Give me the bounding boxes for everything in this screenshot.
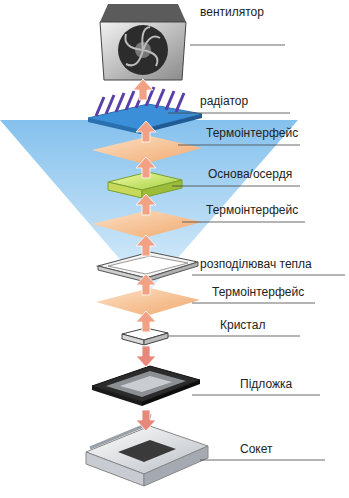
leader-lines bbox=[168, 45, 345, 460]
heat-flow-arrows bbox=[133, 79, 156, 431]
part-label: вентилятор bbox=[200, 5, 264, 19]
part-label: Основа/осердя bbox=[208, 167, 292, 181]
part-label: Термоінтерфейс bbox=[206, 126, 298, 140]
part-label: Підложка bbox=[240, 377, 292, 391]
part-label: радіатор bbox=[200, 94, 248, 108]
part-label: розподілювач тепла bbox=[200, 257, 312, 271]
part-label: Термоінтерфейс bbox=[212, 285, 304, 299]
part-label: Кристал bbox=[220, 318, 265, 332]
part-label: Термоінтерфейс bbox=[206, 203, 298, 217]
fan bbox=[100, 4, 186, 80]
substrate bbox=[92, 366, 200, 406]
part-label: Сокет bbox=[240, 442, 273, 456]
